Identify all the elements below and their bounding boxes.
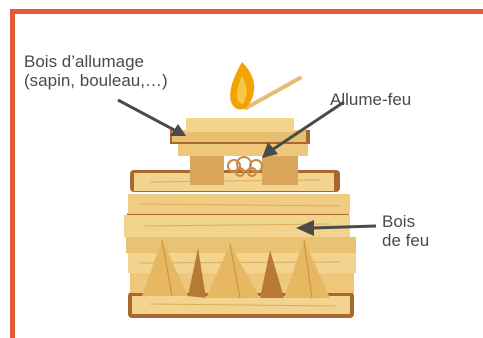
kindling-stick: [186, 118, 294, 132]
firewood-stack: [124, 170, 356, 318]
split-log-end: [142, 240, 188, 296]
kindling-block: [190, 155, 224, 185]
label-firestarter: Allume-feu: [330, 90, 412, 109]
label-kindling: Bois d’allumage (sapin, bouleau,…): [24, 52, 168, 90]
label-kindling-line2: (sapin, bouleau,…): [24, 71, 168, 90]
label-firewood: Bois de feu: [382, 212, 429, 250]
frame-left-border: [10, 9, 15, 338]
firewood-log: [126, 237, 356, 253]
arrow-kindling: [117, 98, 179, 134]
kindling-stick: [172, 130, 306, 142]
shadow-gap: [260, 250, 284, 298]
kindling-block: [262, 155, 298, 185]
fire-starter-shavings: [227, 156, 263, 177]
shadow-gap: [188, 248, 206, 298]
match-stick: [244, 76, 302, 110]
arrow-firewood: [311, 224, 377, 230]
firewood-log: [124, 215, 350, 237]
split-log-end: [284, 240, 330, 298]
arrow-firestarter-head: [262, 142, 278, 158]
flame-core-icon: [236, 76, 247, 104]
arrow-firestarter: [271, 100, 345, 152]
split-log-end: [206, 244, 260, 298]
kindling-stick: [178, 144, 308, 156]
label-kindling-line1: Bois d’allumage: [24, 52, 145, 71]
arrow-kindling-head: [170, 124, 186, 136]
frame-top-border: [10, 9, 483, 14]
arrow-firewood-head: [296, 220, 314, 236]
firewood-log: [128, 194, 350, 214]
label-firewood-line1: Bois: [382, 212, 416, 231]
label-firewood-line2: de feu: [382, 231, 430, 250]
